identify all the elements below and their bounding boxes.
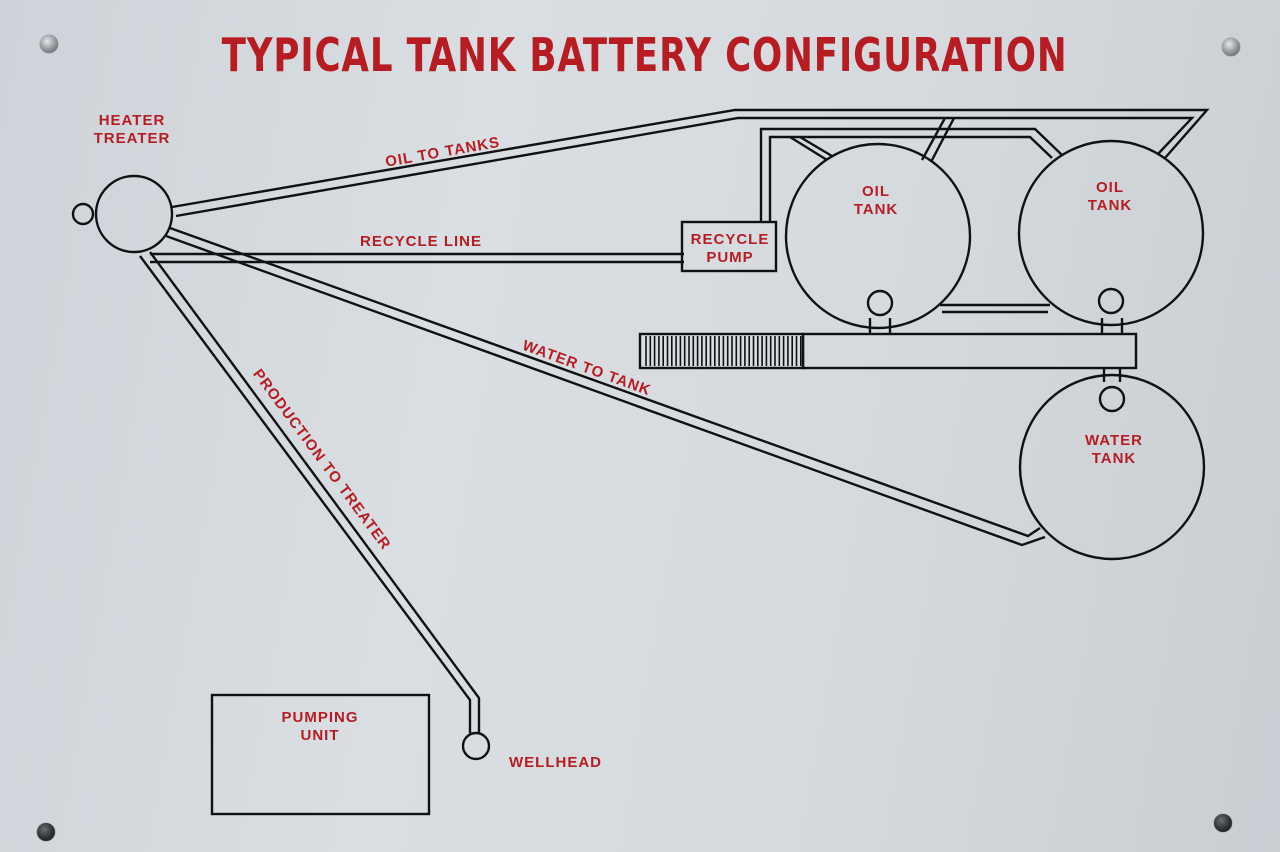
oil-tank-left-feed-2 (799, 135, 833, 158)
screw-top-right (1222, 38, 1240, 56)
sign-title: TYPICAL TANK BATTERY CONFIGURATION (221, 28, 1068, 82)
pumping-unit-label-line-2: UNIT (300, 727, 340, 744)
oil-to-tanks-pipe (171, 108, 1210, 209)
heater-treater-label: HEATER TREATER (82, 112, 182, 148)
wellhead-symbol (461, 731, 491, 761)
water-to-tank-pipe-2 (165, 234, 1046, 547)
screw-bottom-left (37, 823, 55, 841)
oil-tank-right-label-line-2: TANK (1087, 197, 1133, 214)
manifold-rail (801, 332, 1138, 370)
recycle-pump-label-line-1: RECYCLE (690, 231, 770, 248)
water-tank-label: WATER TANK (1066, 432, 1162, 468)
oil-tank-right (1017, 139, 1205, 327)
recycle-line-label: RECYCLE LINE (360, 233, 483, 250)
production-pipe-2 (149, 251, 481, 733)
oil-tank-right-nozzle (1100, 318, 1124, 334)
recycle-pump-label-line-2: PUMP (706, 249, 754, 266)
water-tank (1018, 373, 1206, 561)
screw-top-left (40, 35, 58, 53)
tank-equalizer-top (920, 117, 947, 161)
oil-tank-right-label: OIL TANK (1070, 179, 1150, 215)
recycle-pump-box (680, 220, 778, 273)
pumping-unit-label: PUMPING UNIT (252, 709, 388, 745)
oil-tank-left-label-line-1: OIL (862, 183, 890, 200)
recycle-pump-label: RECYCLE PUMP (684, 231, 776, 267)
water-tank-hatch (1098, 385, 1126, 413)
water-to-tank-pipe (169, 226, 1041, 538)
oil-tank-right-hatch (1097, 287, 1125, 315)
oil-tank-left-nozzle (868, 318, 892, 334)
pumping-unit-box (210, 693, 431, 816)
heater-treater-label-line-2: TREATER (93, 130, 171, 147)
oil-tank-left-label-line-2: TANK (853, 201, 899, 218)
tank-equalizer-top-2 (929, 117, 956, 163)
oil-tank-right-label-line-1: OIL (1096, 179, 1124, 196)
heater-treater-burner (71, 202, 95, 226)
oil-tank-left-feed (789, 135, 828, 162)
pumping-unit-label-line-1: PUMPING (281, 709, 359, 726)
screw-bottom-right (1214, 814, 1232, 832)
water-tank-label-line-1: WATER (1084, 432, 1144, 449)
heater-treater-label-line-1: HEATER (98, 112, 166, 129)
production-pipe (139, 255, 472, 733)
heater-treater-vessel (94, 174, 174, 254)
oil-tank-left (784, 142, 972, 330)
recycle-riser-outer (759, 127, 1063, 222)
recycle-riser-inner (768, 135, 1053, 222)
oil-to-tanks-pipe-inner (175, 116, 1195, 218)
manifold-ribbed-section (638, 332, 805, 370)
wellhead-label: WELLHEAD (509, 754, 602, 771)
water-tank-label-line-2: TANK (1091, 450, 1137, 467)
oil-tank-left-label: OIL TANK (836, 183, 916, 219)
oil-tank-left-hatch (866, 289, 894, 317)
